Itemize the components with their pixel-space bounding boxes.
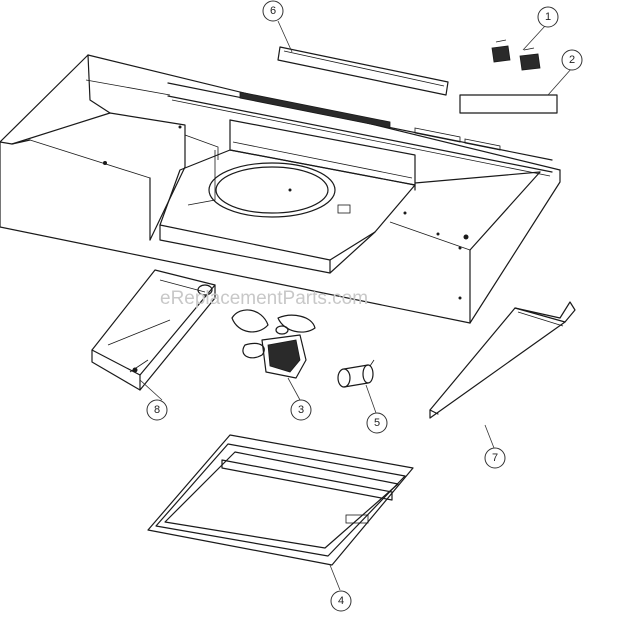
callout-8: 8 [146,399,168,421]
svg-text:4: 4 [338,595,344,607]
part-label-strip [459,94,558,114]
svg-text:2: 2 [569,54,575,66]
part-light-lens [277,46,449,96]
part-switch-assembly [491,39,541,71]
svg-text:7: 7 [492,452,498,464]
part-blower-motor [231,309,316,379]
part-grease-filter [147,434,414,566]
callout-7: 7 [484,447,506,469]
svg-text:8: 8 [154,404,160,416]
part-rear-plate [429,301,576,419]
svg-text:6: 6 [270,5,276,17]
callout-3: 3 [290,399,312,421]
callout-4: 4 [330,590,352,612]
callout-2: 2 [561,49,583,71]
part-junction-box [91,269,216,391]
callout-6: 6 [262,0,284,22]
part-light-socket [337,359,375,388]
callout-leaders [139,20,573,591]
svg-text:3: 3 [298,404,304,416]
watermark-text: eReplacementParts.com [160,288,368,309]
svg-text:5: 5 [374,417,380,429]
svg-text:1: 1 [545,11,551,23]
callout-5: 5 [366,412,388,434]
range-hood-body [0,54,561,324]
callout-1: 1 [537,6,559,28]
